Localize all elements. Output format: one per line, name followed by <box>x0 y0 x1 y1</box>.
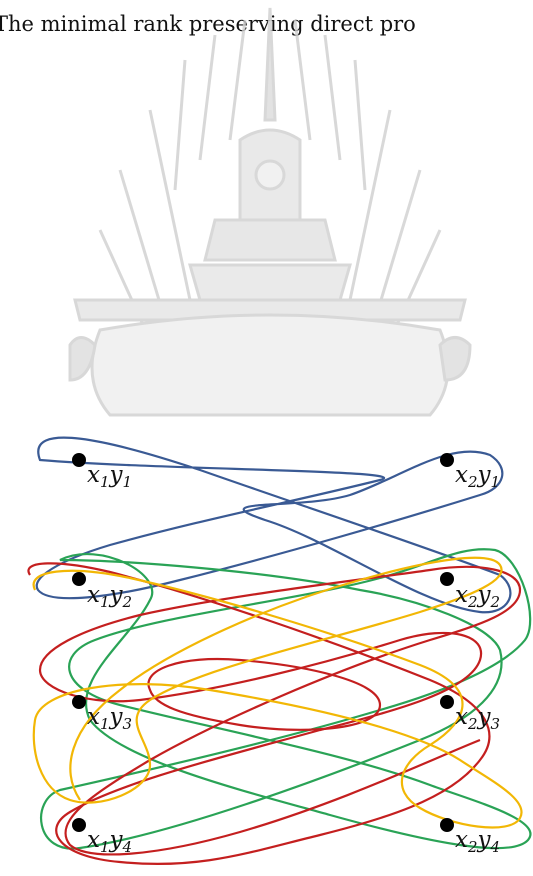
node-x1y4-x: x <box>87 827 100 853</box>
node-x1y1-sub2: 1 <box>123 473 133 491</box>
svg-text:x2y1: x2y1 <box>455 462 500 491</box>
node-x2y3-sub2: 3 <box>491 715 501 733</box>
node-x2y2-sub1: 2 <box>467 593 478 611</box>
node-x1y1: x1y1 <box>72 453 132 491</box>
node-x1y3-x: x <box>87 704 100 730</box>
svg-text:x1y4: x1y4 <box>87 827 132 856</box>
node-x1y1-sub1: 1 <box>100 473 110 491</box>
node-x1y3-y: y <box>109 704 124 730</box>
node-x2y3-sub1: 2 <box>467 715 478 733</box>
blue-cycle <box>37 438 511 613</box>
svg-text:x1y2: x1y2 <box>87 582 132 611</box>
node-x2y4: x2y4 <box>440 818 500 856</box>
node-x2y4-sub2: 4 <box>490 838 501 856</box>
node-x1y1-y: y <box>109 462 124 488</box>
node-x1y2-sub2: 2 <box>122 593 133 611</box>
node-x1y2-sub1: 1 <box>100 593 110 611</box>
node-x1y3-sub2: 3 <box>123 715 133 733</box>
node-x2y1-y: y <box>477 462 492 488</box>
node-x2y2-sub2: 2 <box>490 593 501 611</box>
node-x1y2-y: y <box>109 582 124 608</box>
node-x1y3-sub1: 1 <box>100 715 110 733</box>
node-x2y1: x2y1 <box>440 453 500 491</box>
node-x2y4-x: x <box>455 827 468 853</box>
node-x2y1-x: x <box>455 462 468 488</box>
node-x1y2-x: x <box>87 582 100 608</box>
node-x2y4-sub1: 2 <box>467 838 478 856</box>
node-x2y2-y: y <box>477 582 492 608</box>
svg-text:x2y2: x2y2 <box>455 582 500 611</box>
node-x1y1-x: x <box>87 462 100 488</box>
svg-text:x1y1: x1y1 <box>87 462 132 491</box>
node-x2y3-y: y <box>477 704 492 730</box>
svg-text:x2y4: x2y4 <box>455 827 500 856</box>
watermark-crest <box>70 8 470 415</box>
svg-text:x1y3: x1y3 <box>87 704 132 733</box>
node-x1y4-sub2: 4 <box>122 838 133 856</box>
node-x2y3-x: x <box>455 704 468 730</box>
node-x1y4-sub1: 1 <box>100 838 110 856</box>
node-x2y1-sub2: 1 <box>491 473 501 491</box>
node-x2y4-y: y <box>477 827 492 853</box>
node-x2y2-x: x <box>455 582 468 608</box>
svg-text:x2y3: x2y3 <box>455 704 500 733</box>
node-x2y1-sub1: 2 <box>467 473 478 491</box>
node-x1y4-y: y <box>109 827 124 853</box>
